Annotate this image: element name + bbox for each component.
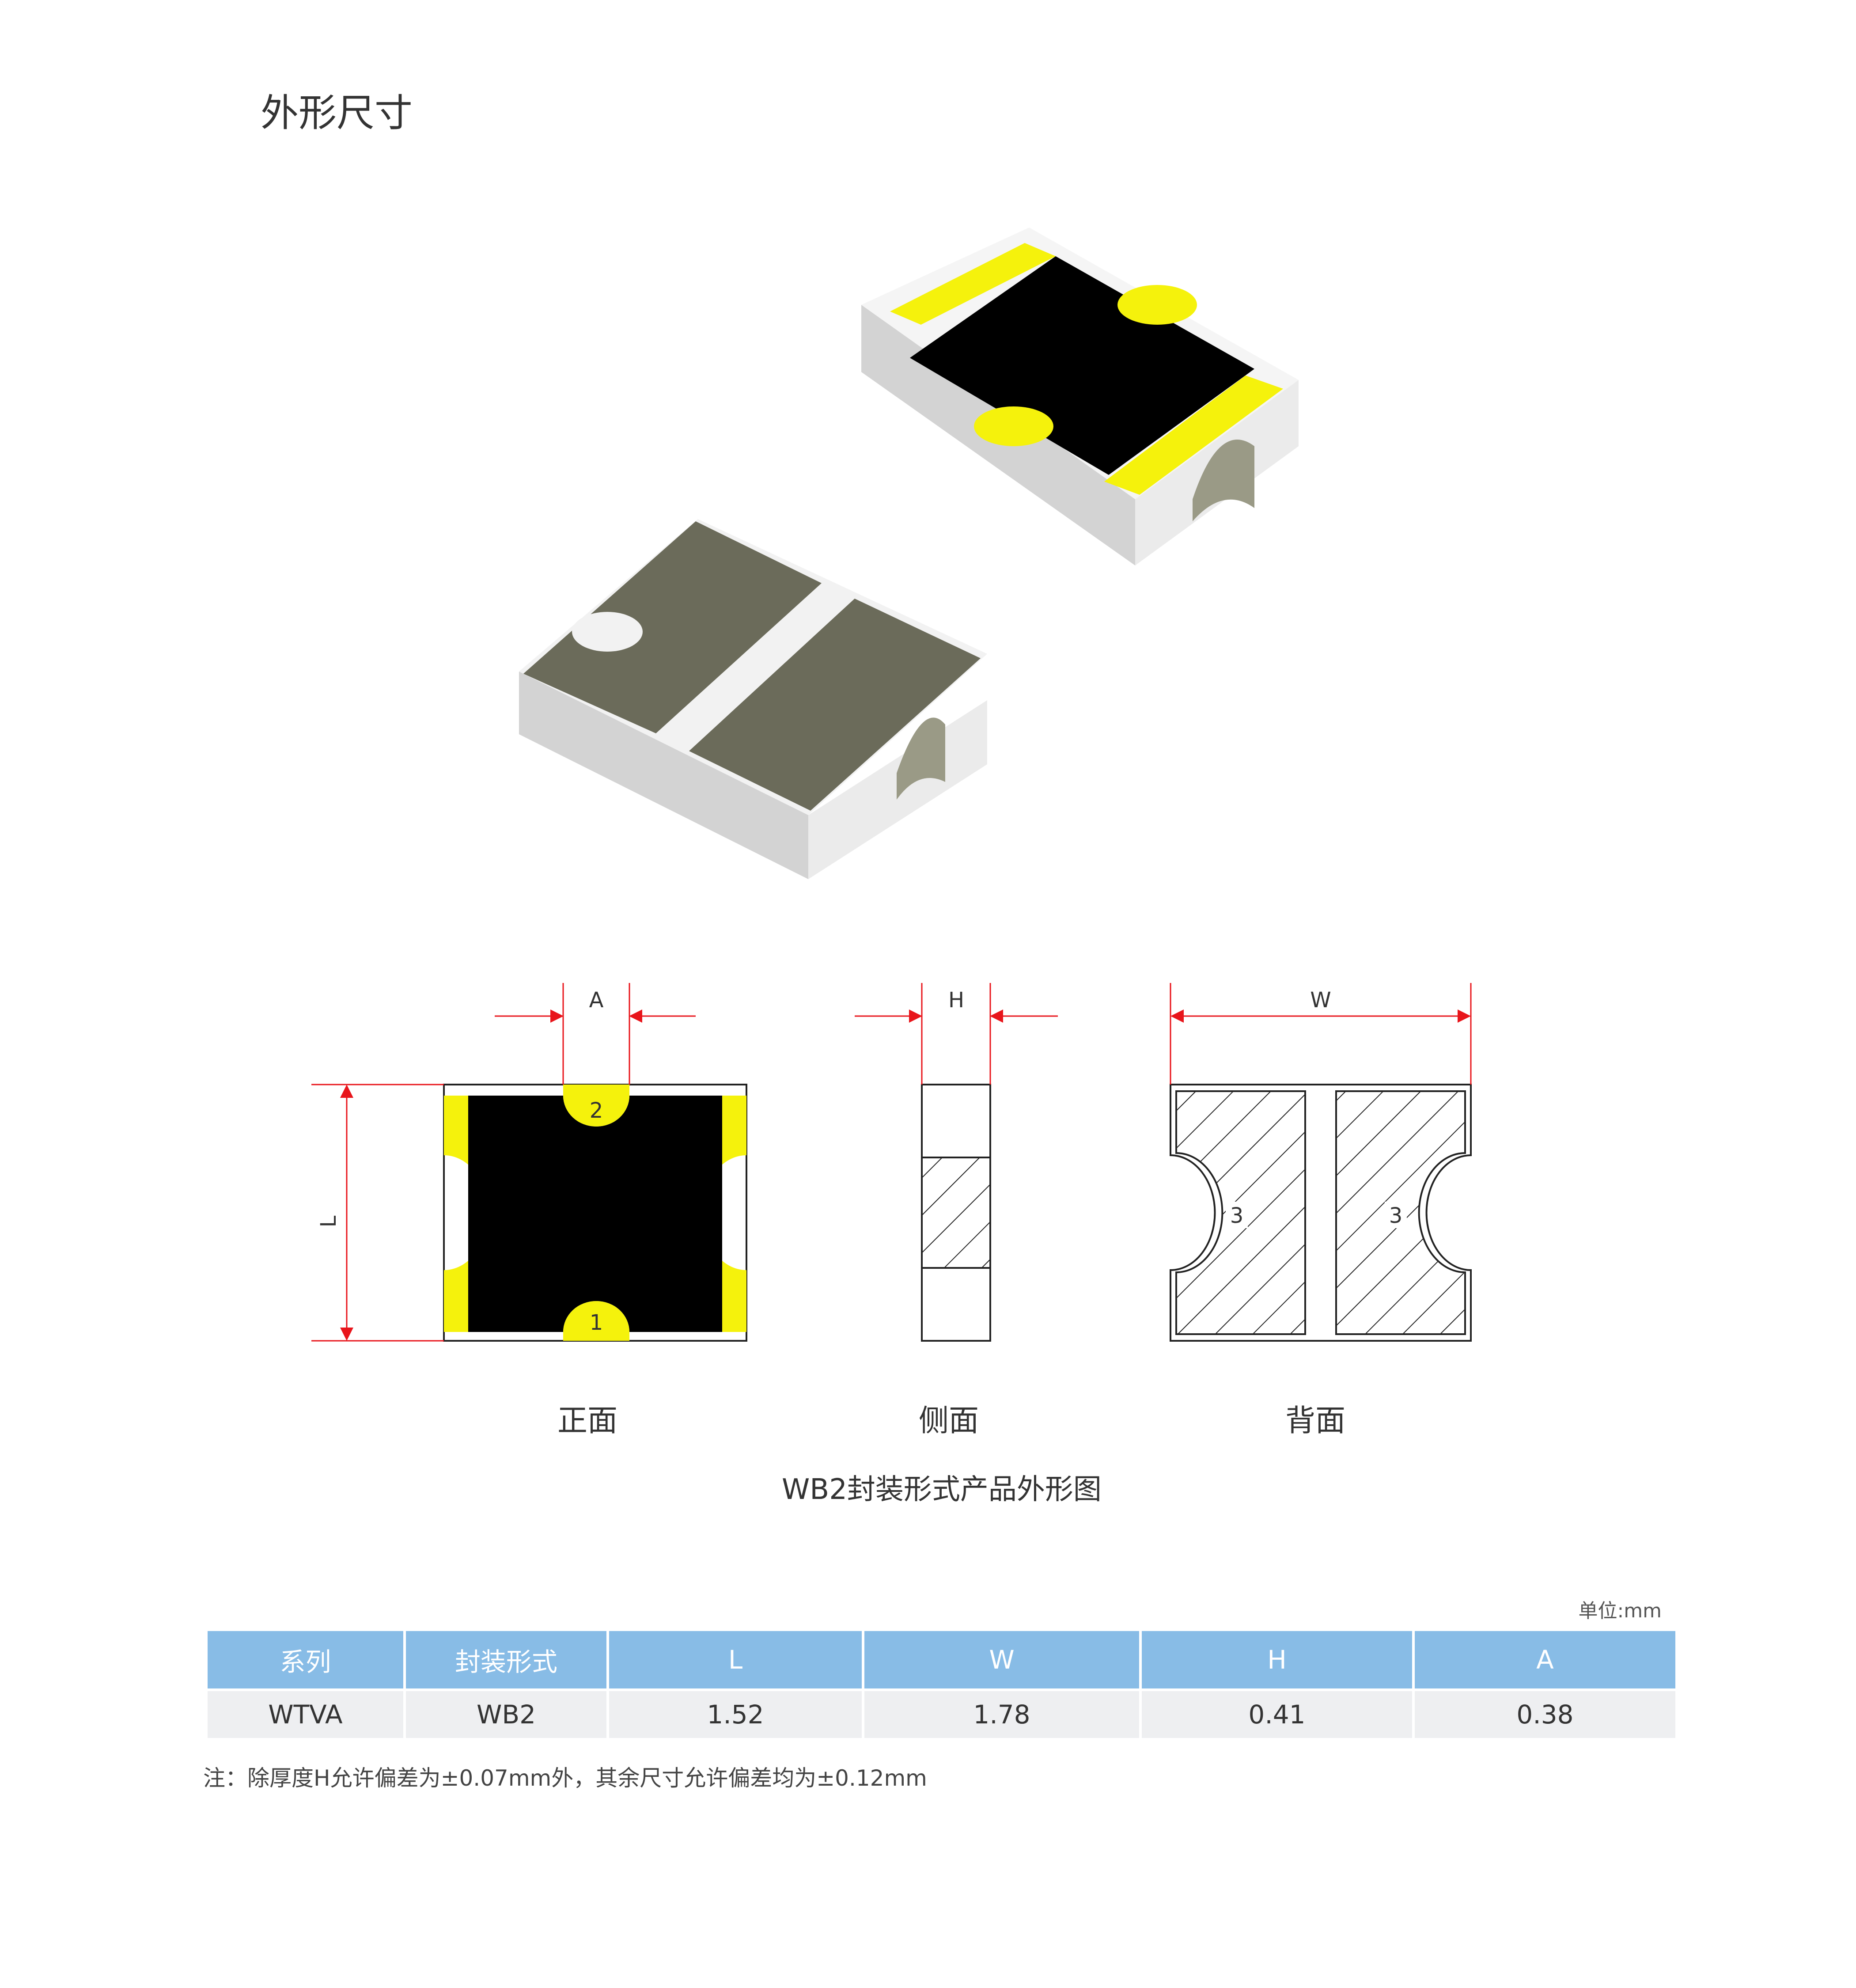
page-title: 外形尺寸 [261, 91, 413, 135]
header-h: H [1140, 1631, 1415, 1690]
dim-label-h: H [948, 988, 964, 1013]
view-label-front: 正面 [557, 1404, 618, 1438]
pad-label-1: 1 [590, 1310, 603, 1335]
cell-series: WTVA [208, 1688, 406, 1738]
view-label-side: 侧面 [919, 1404, 979, 1438]
header-series: 系列 [208, 1631, 406, 1690]
tolerance-note: 注：除厚度H允许偏差为±0.07mm外，其余尺寸允许偏差均为±0.12mm [203, 1765, 927, 1791]
component-3d-back [519, 519, 987, 879]
component-3d-front [861, 228, 1299, 565]
cell-l: 1.52 [608, 1688, 864, 1738]
cell-a: 0.38 [1413, 1688, 1678, 1738]
header-l: L [608, 1631, 864, 1690]
dimensions-table: 系列 封装形式 L W H A WTVA WB2 1.52 1.78 0.41 … [208, 1631, 1678, 1738]
dim-label-a: A [589, 988, 604, 1013]
header-a: A [1413, 1631, 1678, 1690]
back-pad-label-right: 3 [1389, 1203, 1403, 1228]
pad-label-2: 2 [590, 1098, 603, 1123]
product-diagram: 2 1 A L H 3 3 W [311, 228, 1472, 1342]
table-row: WTVA WB2 1.52 1.78 0.41 0.38 [208, 1688, 1678, 1738]
dim-label-l: L [316, 1215, 341, 1227]
header-w: W [863, 1631, 1142, 1690]
header-package: 封装形式 [405, 1631, 609, 1690]
figure-caption: WB2封装形式产品外形图 [782, 1473, 1102, 1506]
dim-label-w: W [1310, 988, 1331, 1013]
table-header-row: 系列 封装形式 L W H A [208, 1631, 1678, 1690]
back-view: 3 3 W [1170, 983, 1472, 1342]
unit-note: 单位:mm [1578, 1600, 1662, 1622]
cell-w: 1.78 [863, 1688, 1142, 1738]
side-view: H [855, 983, 1058, 1342]
cell-package: WB2 [405, 1688, 609, 1738]
cell-h: 0.41 [1140, 1688, 1415, 1738]
view-label-back: 背面 [1285, 1404, 1346, 1438]
back-pad-label-left: 3 [1230, 1203, 1244, 1228]
front-view: 2 1 A L [311, 983, 747, 1342]
